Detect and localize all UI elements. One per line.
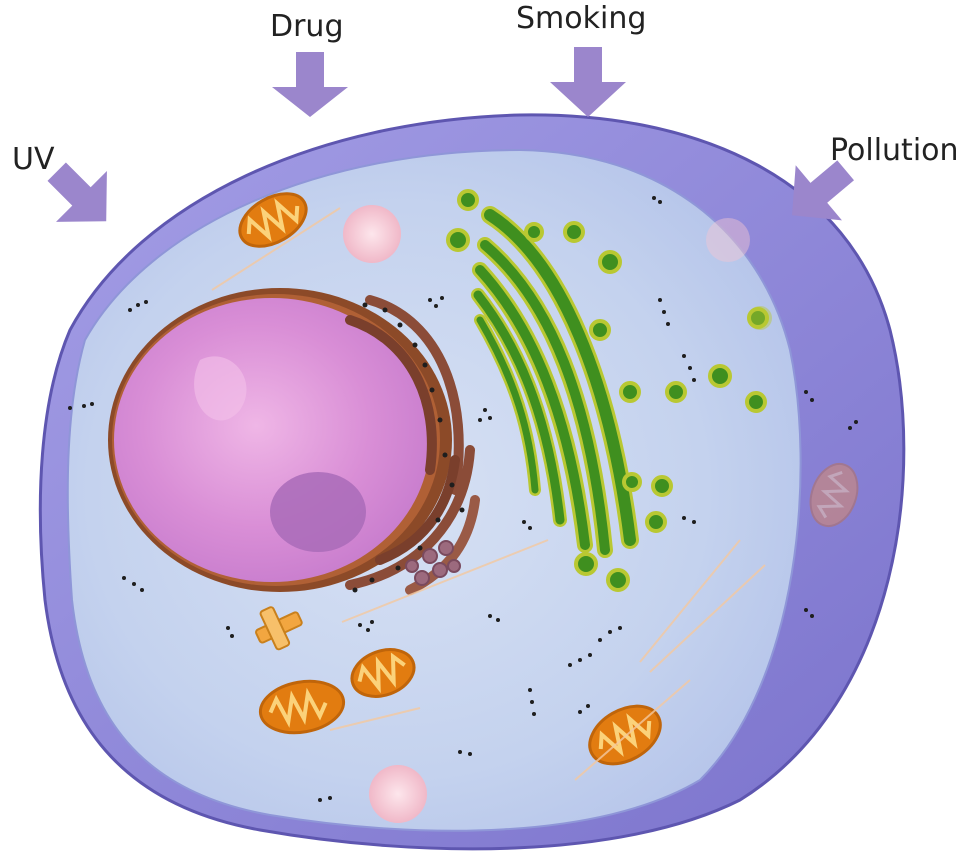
vesicle-faded — [748, 306, 772, 330]
factor-label-smoking: Smoking — [516, 4, 646, 34]
lysosome-faded — [706, 218, 750, 262]
factor-label-drug: Drug — [270, 12, 344, 42]
factor-label-uv: UV — [12, 145, 54, 175]
factor-label-pollution: Pollution — [830, 136, 959, 166]
lysosome — [343, 205, 401, 263]
lysosome — [369, 765, 427, 823]
nucleolus — [270, 472, 366, 552]
